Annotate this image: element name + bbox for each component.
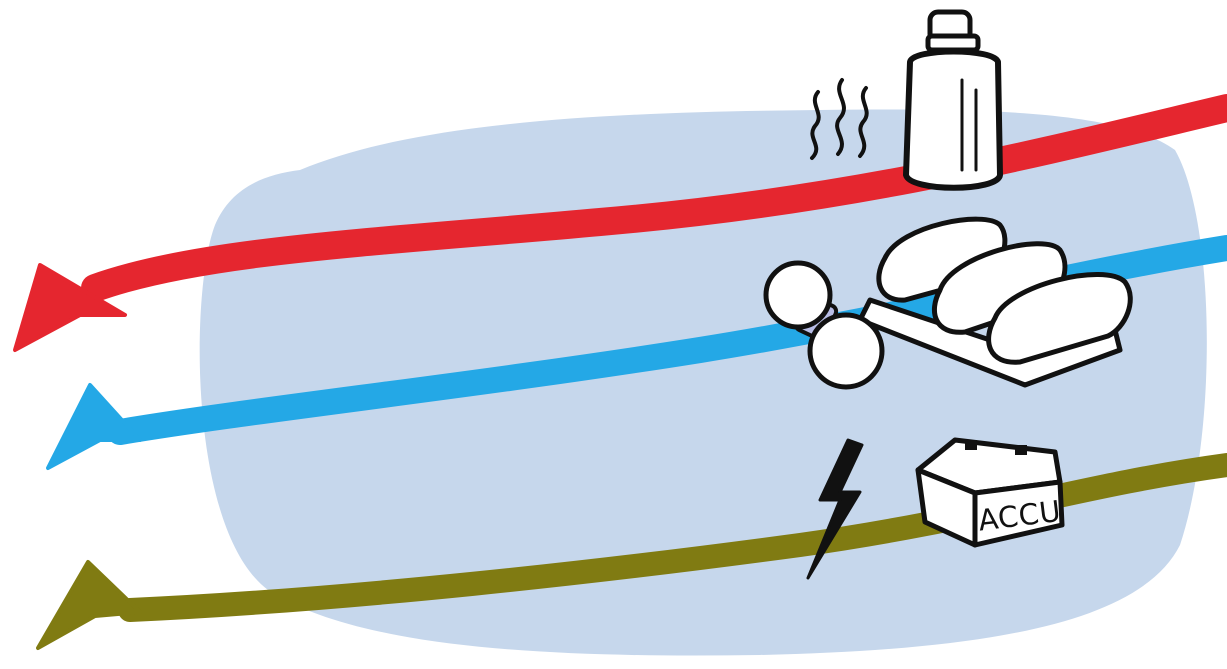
lightning-bolt-icon	[806, 438, 864, 580]
tank-cluster-icon	[857, 216, 1133, 388]
storage-zone	[199, 109, 1207, 656]
arrow-left-icon	[46, 383, 142, 470]
electricity-flow-arrow	[36, 453, 1227, 650]
heat-flow-arrow	[13, 94, 1227, 352]
electricity-flow-line	[118, 453, 1227, 622]
arrow-left-icon	[13, 263, 127, 352]
cold-storage-connector-icon	[763, 260, 885, 390]
heat-waves-icon	[810, 78, 869, 160]
heat-flow-line	[81, 94, 1227, 302]
thermos-bottle-icon	[903, 9, 1003, 191]
battery-icon: ACCU	[915, 437, 1065, 548]
arrow-left-icon	[36, 560, 142, 650]
